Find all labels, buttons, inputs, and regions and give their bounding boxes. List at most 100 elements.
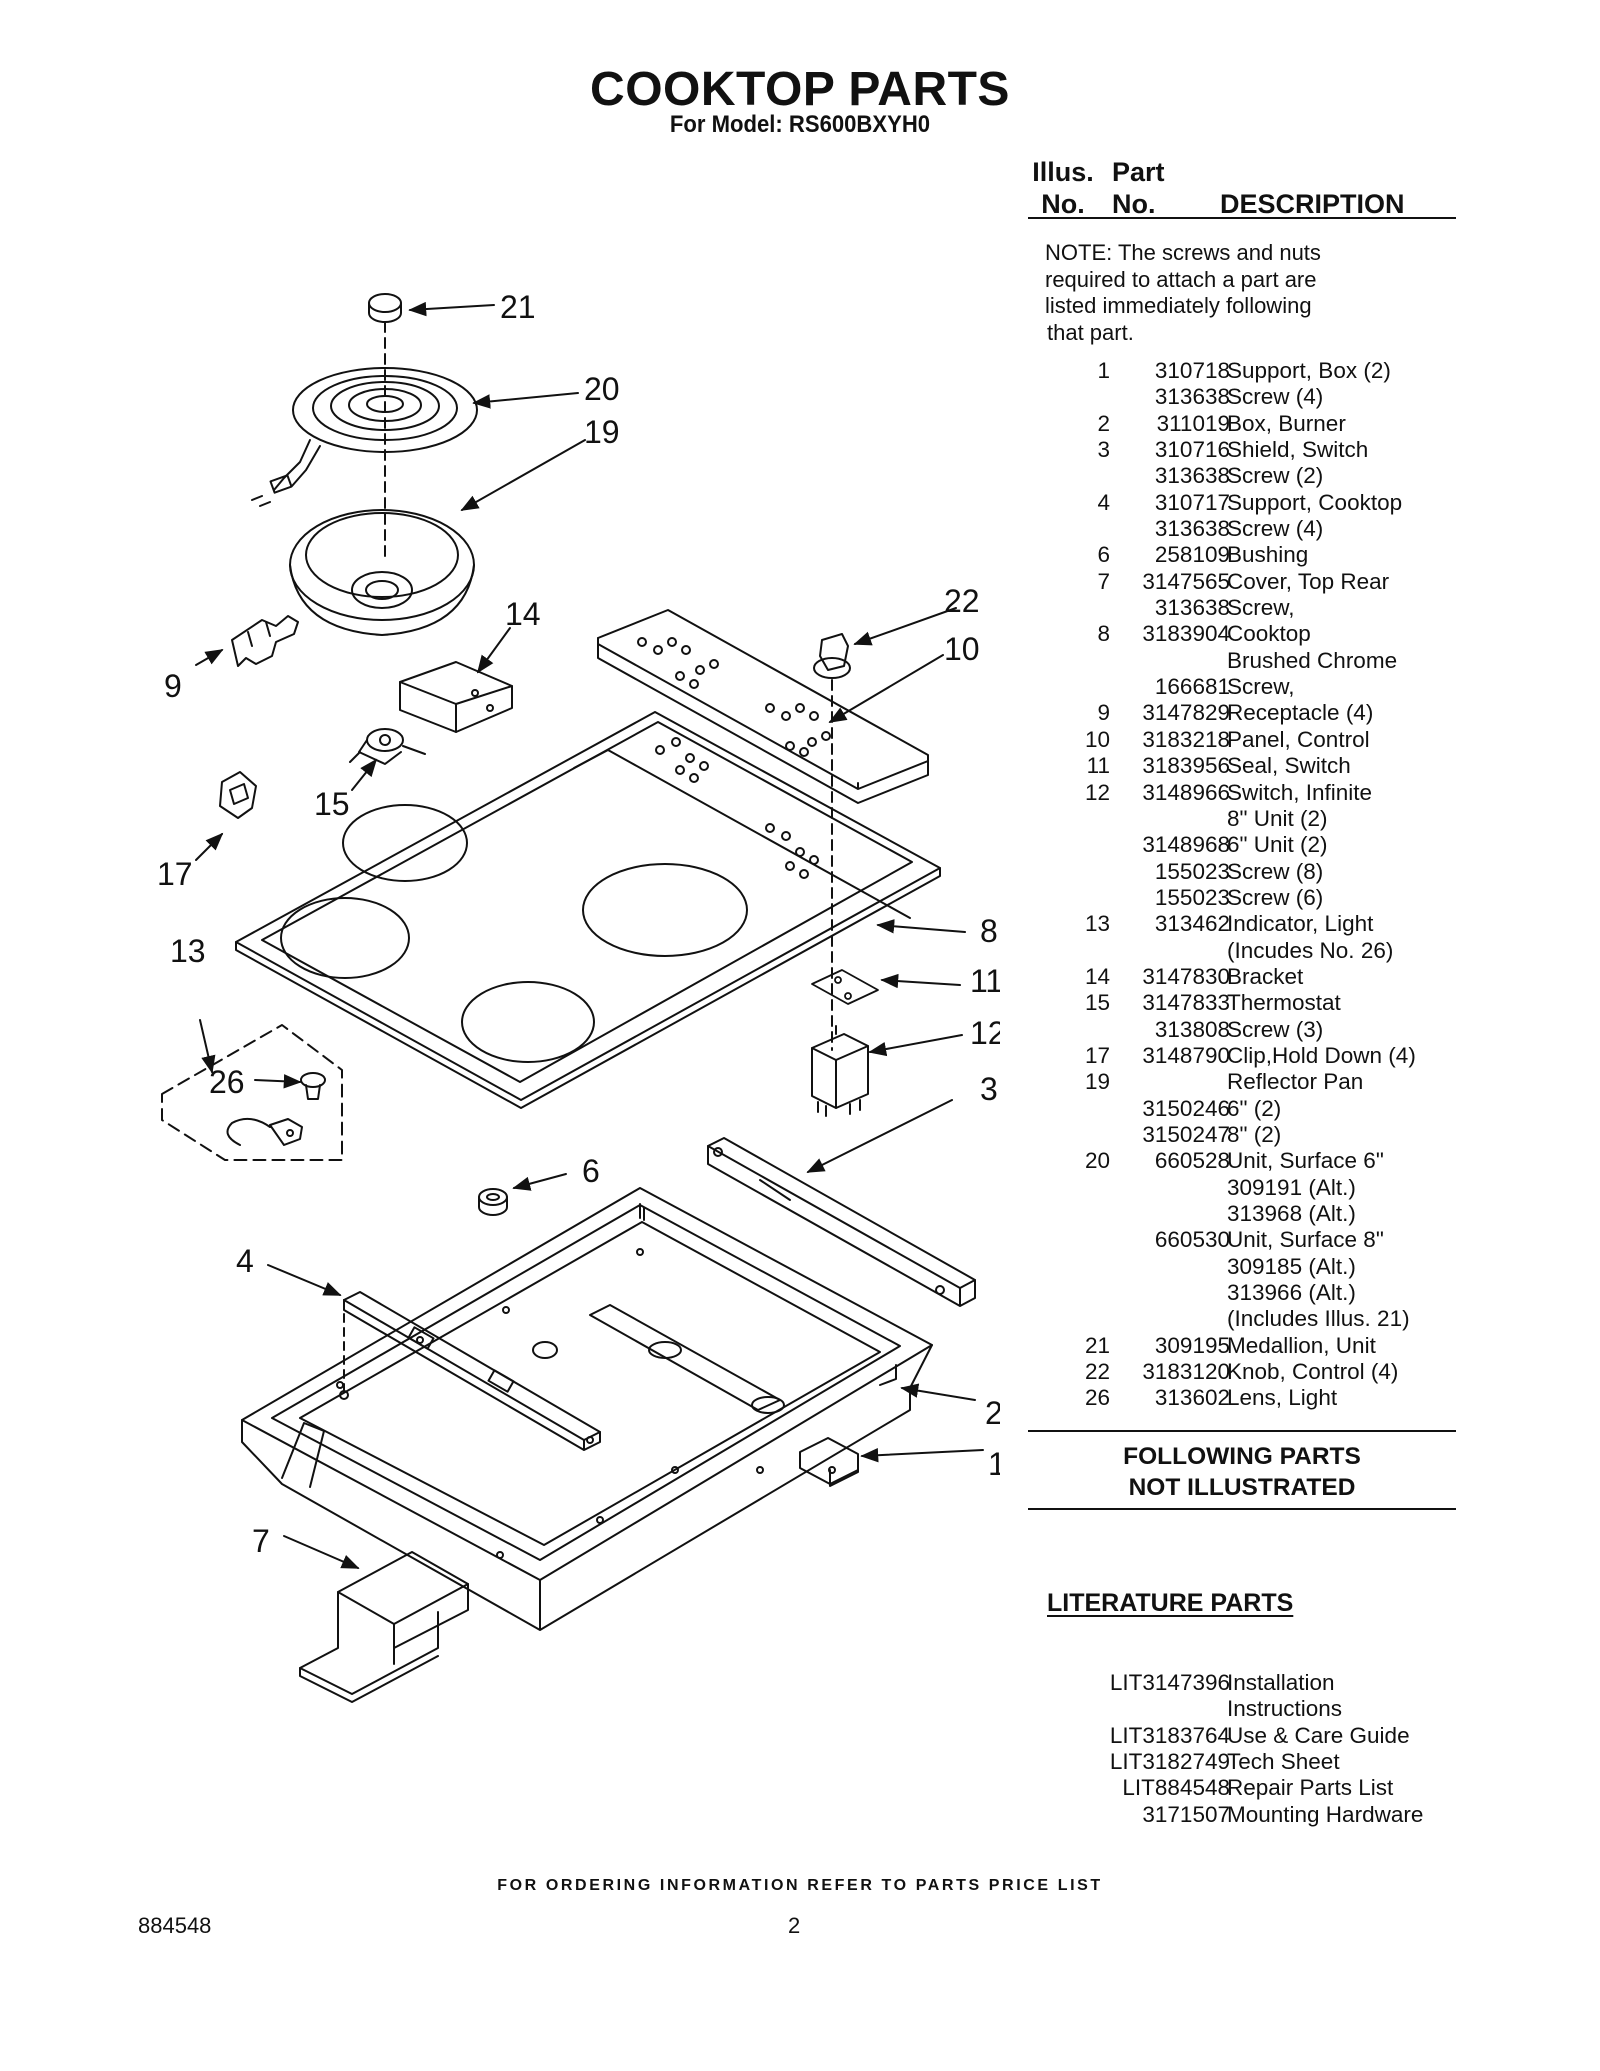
- callout-4: 4: [236, 1243, 254, 1279]
- box-support-part: [799, 1437, 859, 1487]
- illus-number: 26: [1084, 1385, 1110, 1411]
- control-panel-part: [597, 609, 929, 804]
- illus-number: 12: [1084, 779, 1110, 805]
- document-number: 884548: [138, 1913, 212, 1938]
- table-row: 313966 (Alt.): [1030, 1280, 1460, 1306]
- receptacle-part: [231, 615, 299, 667]
- part-description: Cover, Top Rear: [1227, 568, 1390, 594]
- part-description: Thermostat: [1227, 990, 1341, 1016]
- part-description: Reflector Pan: [1227, 1069, 1364, 1095]
- callout-11: 11: [970, 963, 1000, 999]
- table-row: 309185 (Alt.): [1030, 1254, 1460, 1280]
- lens-part: [300, 1072, 326, 1100]
- part-description: Lens, Light: [1227, 1385, 1338, 1411]
- thermostat-part: [349, 728, 426, 765]
- callout-1: 1: [988, 1446, 1000, 1482]
- part-number: 310716: [1154, 437, 1230, 463]
- cooktop-holes: [655, 737, 819, 879]
- list-item: Instructions: [1030, 1696, 1460, 1722]
- part-description: Brushed Chrome: [1227, 647, 1398, 673]
- part-number: 3150247: [1142, 1121, 1230, 1147]
- callout-9: 9: [164, 668, 182, 704]
- medallion-part: [368, 293, 402, 323]
- cooktop-support-part: [339, 1291, 601, 1451]
- part-description: Screw,: [1227, 674, 1295, 700]
- literature-description: Repair Parts List: [1227, 1775, 1394, 1801]
- following-parts-heading: FOLLOWING PARTS NOT ILLUSTRATED: [1123, 1443, 1361, 1501]
- part-number: 3147833: [1142, 990, 1230, 1016]
- illus-number: 8: [1097, 621, 1110, 647]
- literature-parts-heading: LITERATURE PARTS: [1047, 1589, 1294, 1617]
- table-row: (Incudes No. 26): [1030, 938, 1460, 964]
- part-description: 309185 (Alt.): [1227, 1253, 1356, 1279]
- literature-part-number: LIT3183764: [1109, 1722, 1230, 1748]
- switch-shield-part: [707, 1137, 976, 1307]
- part-description: Medallion, Unit: [1227, 1332, 1376, 1358]
- callout-2: 2: [985, 1395, 1000, 1431]
- infinite-switch-part: [811, 1025, 869, 1117]
- part-number: 309195: [1154, 1332, 1230, 1358]
- illus-number: 15: [1084, 990, 1110, 1016]
- part-number: 3183218: [1142, 726, 1230, 752]
- control-knob-part: [813, 633, 851, 679]
- part-number: 313638: [1154, 516, 1230, 542]
- part-description: Screw (4): [1227, 516, 1324, 542]
- part-description: (Includes Illus. 21): [1227, 1306, 1410, 1332]
- callout-21: 21: [500, 289, 536, 325]
- diagram-callouts: 21 20 19 14 22 10 9 15 17 8 11 13 12 26 …: [157, 289, 1000, 1559]
- header-divider: [1028, 217, 1456, 219]
- part-description: Shield, Switch: [1227, 437, 1369, 463]
- clip-hold-down-part: [219, 771, 257, 819]
- part-description: 6" Unit (2): [1227, 832, 1328, 858]
- description-header: DESCRIPTION: [1220, 189, 1405, 219]
- illus-number: 6: [1097, 542, 1110, 568]
- part-number: 313638: [1154, 595, 1230, 621]
- part-number: 313462: [1154, 911, 1230, 937]
- table-row: 19 Reflector Pan: [1030, 1069, 1460, 1095]
- part-number: 660530: [1154, 1227, 1230, 1253]
- part-description: Screw (8): [1227, 858, 1324, 884]
- bracket-part: [399, 661, 513, 733]
- literature-part-number: 3171507: [1142, 1801, 1230, 1827]
- part-description: Bushing: [1227, 542, 1309, 568]
- callout-26: 26: [209, 1064, 245, 1100]
- part-number: 313638: [1154, 384, 1230, 410]
- part-description: Screw (2): [1227, 463, 1324, 489]
- callout-3: 3: [980, 1071, 998, 1107]
- part-number: 313602: [1154, 1385, 1230, 1411]
- illus-number: 1: [1097, 358, 1110, 383]
- callout-17: 17: [157, 856, 193, 892]
- illus-number: 2: [1097, 410, 1110, 436]
- illus-number: 21: [1084, 1332, 1110, 1358]
- part-number: 660528: [1154, 1148, 1230, 1174]
- exploded-parts-diagram: 21 20 19 14 22 10 9 15 17 8 11 13 12 26 …: [157, 289, 1000, 1703]
- table-row: 313968 (Alt.): [1030, 1201, 1460, 1227]
- illus-number: 19: [1084, 1069, 1110, 1095]
- cooktop-part: [235, 711, 941, 1109]
- part-description: 8" Unit (2): [1227, 805, 1328, 831]
- literature-part-number: LIT884548: [1122, 1775, 1230, 1801]
- switch-seal-part: [811, 969, 879, 1005]
- part-number: 3147565: [1142, 568, 1230, 594]
- part-number: 3148968: [1142, 832, 1230, 858]
- part-description: Support, Cooktop: [1227, 489, 1403, 515]
